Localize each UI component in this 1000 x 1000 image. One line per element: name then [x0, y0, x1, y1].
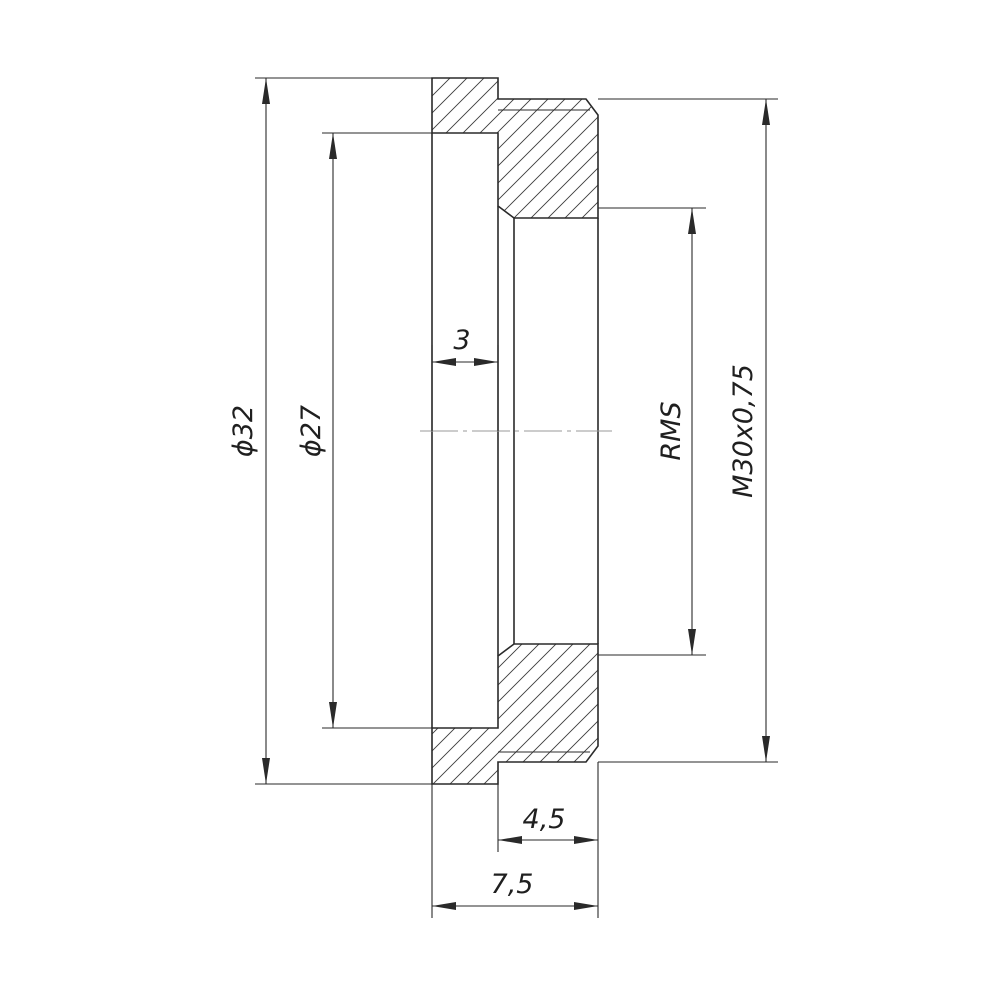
- hatch-line: [432, 78, 476, 218]
- hatch-line: [82, 70, 237, 225]
- total-length-label: 7,5: [491, 869, 534, 900]
- hatch-line: [506, 78, 598, 218]
- hatch-line: [609, 70, 764, 225]
- hatch-line: [438, 78, 595, 218]
- hatch-line: [87, 640, 237, 790]
- hatch-line: [489, 78, 598, 218]
- dim-step-width: [432, 358, 498, 366]
- hatch-line: [432, 78, 527, 218]
- hatch-line: [172, 640, 322, 790]
- hatch-line: [432, 78, 510, 218]
- hatch-line: [223, 640, 373, 790]
- hatch-line: [269, 70, 424, 225]
- hatch-line: [432, 644, 510, 784]
- hatch-line: [432, 644, 544, 784]
- hatch-line: [150, 70, 305, 225]
- hatch-line: [596, 644, 598, 784]
- hatch-line: [591, 78, 598, 218]
- hatch-line: [432, 78, 544, 218]
- hatch-line: [472, 78, 598, 218]
- hatch-line: [528, 644, 598, 784]
- hatch-line: [240, 640, 390, 790]
- hatch-line: [432, 644, 459, 784]
- hatch-line: [562, 644, 598, 784]
- outer-diameter-label: ϕ32: [228, 405, 259, 457]
- hatch-line: [184, 70, 339, 225]
- section-hatch-top: [65, 70, 764, 225]
- hatch-line: [432, 78, 493, 218]
- hatch-line: [432, 78, 459, 218]
- thread-major-label: M30x0,75: [728, 364, 759, 498]
- hatch-line: [614, 640, 764, 790]
- hatch-line: [579, 644, 598, 784]
- section-bottom-outline: [431, 643, 599, 785]
- hatch-line: [218, 70, 373, 225]
- hatch-line: [99, 70, 254, 225]
- extension-lines: [255, 77, 778, 918]
- dim-outer-diameter: [262, 78, 270, 784]
- hatch-line: [460, 644, 598, 784]
- hatch-line: [432, 644, 578, 784]
- hatch-line: [274, 640, 424, 790]
- thread-minor-label: RMS: [656, 401, 687, 460]
- hatch-line: [494, 644, 598, 784]
- hatch-line: [116, 70, 271, 225]
- dim-inner-diameter: [329, 133, 337, 728]
- hatch-line: [477, 644, 598, 784]
- hatch-line: [432, 78, 442, 218]
- hatch-line: [443, 644, 595, 784]
- inner-diameter-label: ϕ27: [296, 405, 327, 457]
- hatch-line: [523, 78, 598, 218]
- dim-total-length: [432, 902, 598, 910]
- hatch-line: [455, 78, 598, 218]
- hatch-line: [511, 644, 598, 784]
- hatch-line: [432, 644, 527, 784]
- hatch-line: [545, 644, 598, 784]
- section-hatch-bottom: [70, 640, 764, 790]
- hatch-line: [540, 78, 598, 218]
- hatch-line: [235, 70, 390, 225]
- hatch-line: [432, 644, 493, 784]
- hatch-line: [432, 78, 578, 218]
- hatch-line: [432, 78, 561, 218]
- hatch-line: [432, 644, 476, 784]
- section-top-outline: [431, 77, 599, 219]
- thread-length-label: 4,5: [523, 804, 566, 835]
- hatch-line: [167, 70, 322, 225]
- hatch-line: [104, 640, 254, 790]
- dim-thread-minor: [688, 208, 696, 655]
- step-width-label: 3: [453, 325, 470, 356]
- hatch-line: [252, 70, 407, 225]
- hatch-line: [557, 78, 598, 218]
- dim-thread-length: [498, 836, 598, 844]
- hatch-line: [121, 640, 271, 790]
- hatch-line: [70, 640, 220, 790]
- hatch-line: [432, 644, 442, 784]
- hatch-line: [155, 640, 305, 790]
- dim-thread-major: [762, 99, 770, 762]
- hatch-line: [65, 70, 220, 225]
